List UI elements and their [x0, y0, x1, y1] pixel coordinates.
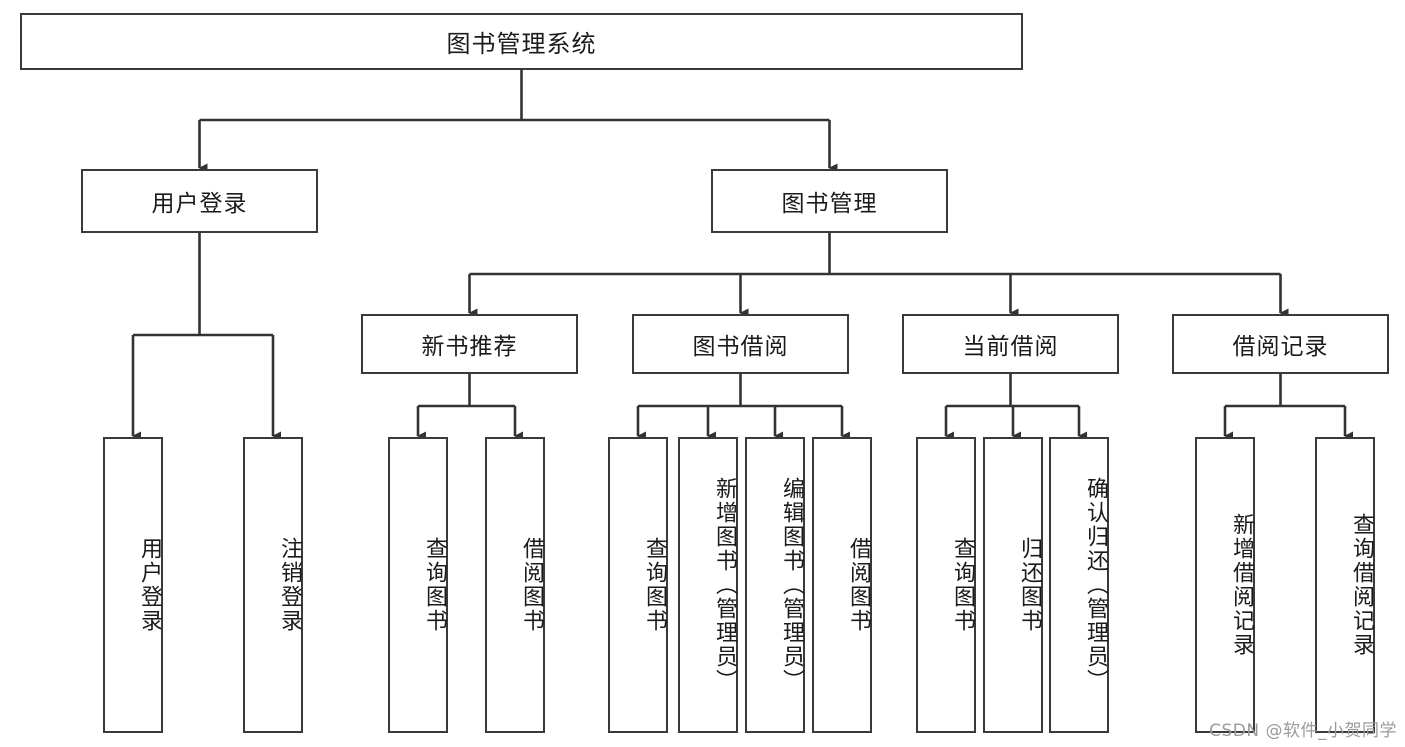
node-current-borrow[interactable]: 当前借阅	[902, 314, 1119, 374]
node-label: 注销登录	[277, 537, 302, 633]
node-label: 查询图书	[642, 537, 667, 633]
node-book-management[interactable]: 图书管理	[711, 169, 948, 233]
node-borrow-record[interactable]: 借阅记录	[1172, 314, 1389, 374]
node-label: 查询图书	[950, 537, 975, 633]
node-leaf-return-book[interactable]: 归还图书	[983, 437, 1043, 733]
node-leaf-borrow-book[interactable]: 借阅图书	[812, 437, 872, 733]
node-book-borrow[interactable]: 图书借阅	[632, 314, 849, 374]
node-leaf-query-book-current[interactable]: 查询图书	[916, 437, 976, 733]
node-leaf-query-borrow-record[interactable]: 查询借阅记录	[1315, 437, 1375, 733]
node-label: 新增图书（管理员）	[712, 477, 737, 693]
node-label: 用户登录	[151, 191, 248, 217]
node-new-book-recommend[interactable]: 新书推荐	[361, 314, 578, 374]
node-leaf-user-login[interactable]: 用户登录	[103, 437, 163, 733]
node-label: 借阅图书	[519, 537, 544, 633]
node-leaf-logout[interactable]: 注销登录	[243, 437, 303, 733]
node-user-login[interactable]: 用户登录	[81, 169, 318, 233]
node-leaf-query-book-recommend[interactable]: 查询图书	[388, 437, 448, 733]
node-leaf-confirm-return-admin[interactable]: 确认归还（管理员）	[1049, 437, 1109, 733]
node-leaf-borrow-book-recommend[interactable]: 借阅图书	[485, 437, 545, 733]
node-leaf-edit-book-admin[interactable]: 编辑图书（管理员）	[745, 437, 805, 733]
node-label: 新书推荐	[421, 334, 518, 360]
csdn-watermark: CSDN @软件_小贺同学	[1209, 721, 1397, 741]
node-leaf-query-book-borrow[interactable]: 查询图书	[608, 437, 668, 733]
node-leaf-add-book-admin[interactable]: 新增图书（管理员）	[678, 437, 738, 733]
node-label: 确认归还（管理员）	[1083, 477, 1108, 693]
node-label: 图书管理系统	[446, 30, 597, 58]
node-label: 查询图书	[422, 537, 447, 633]
node-label: 借阅图书	[846, 537, 871, 633]
node-leaf-add-borrow-record[interactable]: 新增借阅记录	[1195, 437, 1255, 733]
node-label: 借阅记录	[1232, 334, 1329, 360]
node-label: 新增借阅记录	[1229, 513, 1254, 657]
node-label: 查询借阅记录	[1349, 513, 1374, 657]
node-label: 用户登录	[137, 537, 162, 633]
node-root[interactable]: 图书管理系统	[20, 13, 1023, 70]
node-label: 图书管理	[781, 191, 878, 217]
node-label: 编辑图书（管理员）	[779, 477, 804, 693]
node-label: 当前借阅	[962, 334, 1059, 360]
node-label: 归还图书	[1017, 537, 1042, 633]
node-label: 图书借阅	[692, 334, 789, 360]
